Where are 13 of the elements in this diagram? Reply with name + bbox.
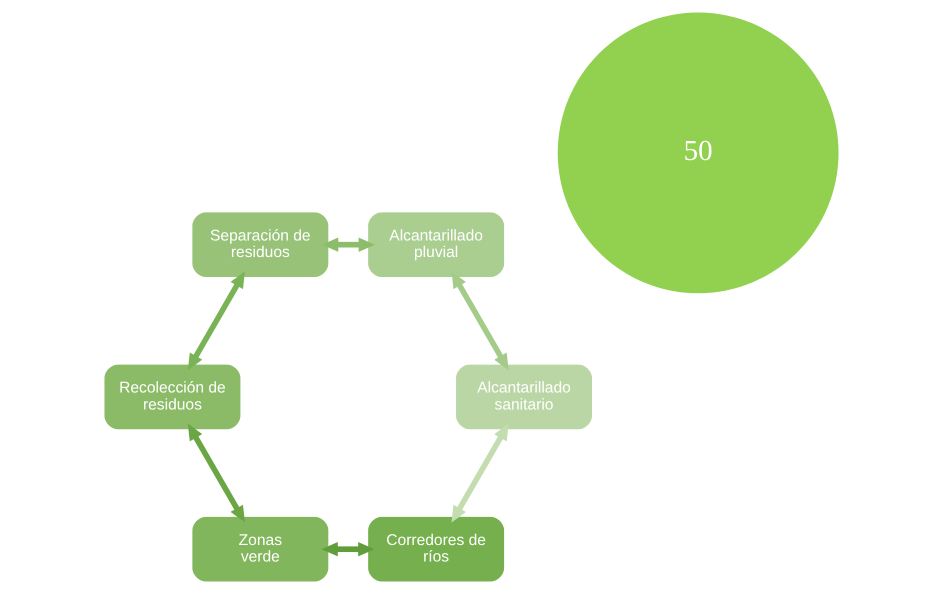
arrow (452, 271, 509, 370)
node-box: Alcantarillado pluvial (368, 212, 504, 278)
node-box: Zonas verde (192, 516, 328, 582)
arrow (188, 271, 245, 370)
node-box: Alcantarillado sanitario (456, 364, 592, 430)
arrow (451, 424, 509, 523)
node-box: Recolección de residuos (104, 364, 240, 430)
arrow (322, 238, 376, 252)
node-box: Corredores de ríos (368, 516, 504, 582)
node-circle: 50 (558, 12, 839, 294)
arrow (188, 424, 245, 523)
node-box: Separación de residuos (192, 212, 328, 278)
arrow (321, 542, 375, 556)
